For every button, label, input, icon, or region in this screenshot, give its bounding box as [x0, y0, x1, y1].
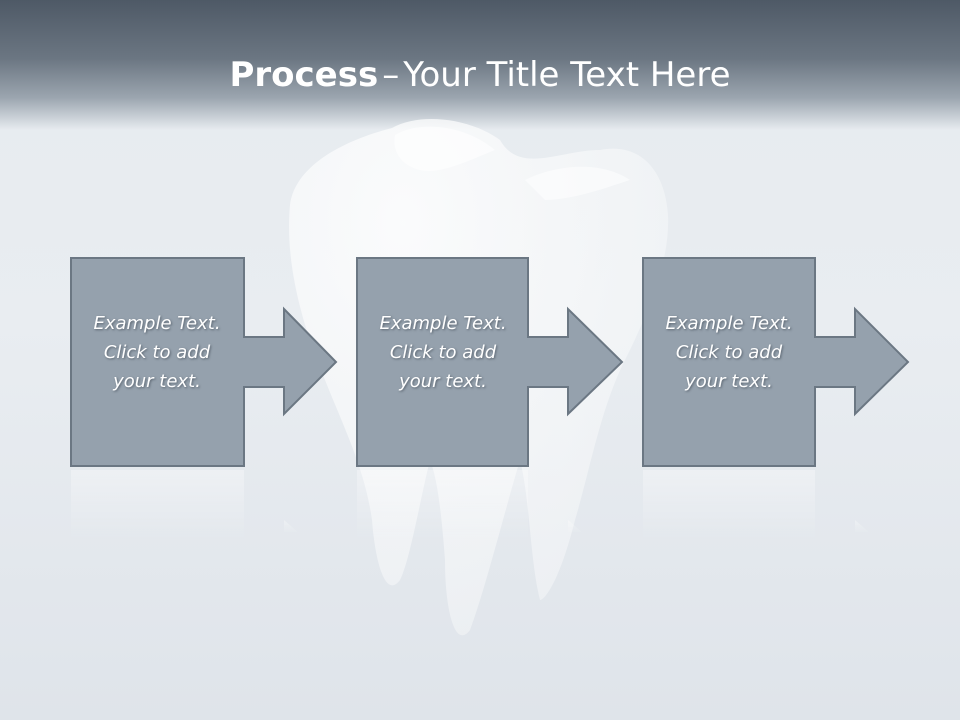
step-2-line-3: your text. — [399, 371, 487, 392]
title-separator: – — [382, 55, 400, 95]
step-1-reflection — [71, 470, 300, 540]
process-step-1[interactable]: Example Text. Click to add your text. — [70, 257, 340, 467]
title-bold-text: Process — [229, 55, 379, 95]
title-rest-text: Your Title Text Here — [403, 55, 731, 95]
right-arrow-shape — [70, 257, 338, 467]
title-band — [0, 0, 960, 130]
step-3-reflection — [643, 470, 871, 540]
step-1-line-1: Example Text. — [93, 313, 221, 334]
step-1-line-3: your text. — [113, 371, 201, 392]
step-3-line-3: your text. — [685, 371, 773, 392]
slide-title[interactable]: Process–Your Title Text Here — [0, 52, 960, 98]
right-arrow-shape — [642, 257, 910, 467]
step-2-text[interactable]: Example Text. Click to add your text. — [358, 309, 528, 396]
step-2-reflection — [357, 470, 584, 540]
process-step-2[interactable]: Example Text. Click to add your text. — [356, 257, 626, 467]
step-3-line-1: Example Text. — [665, 313, 793, 334]
step-1-text[interactable]: Example Text. Click to add your text. — [72, 309, 242, 396]
step-3-line-2: Click to add — [675, 342, 783, 363]
step-1-line-2: Click to add — [103, 342, 211, 363]
step-2-line-1: Example Text. — [379, 313, 507, 334]
step-3-text[interactable]: Example Text. Click to add your text. — [644, 309, 814, 396]
right-arrow-shape — [356, 257, 624, 467]
process-step-3[interactable]: Example Text. Click to add your text. — [642, 257, 912, 467]
step-2-line-2: Click to add — [389, 342, 497, 363]
